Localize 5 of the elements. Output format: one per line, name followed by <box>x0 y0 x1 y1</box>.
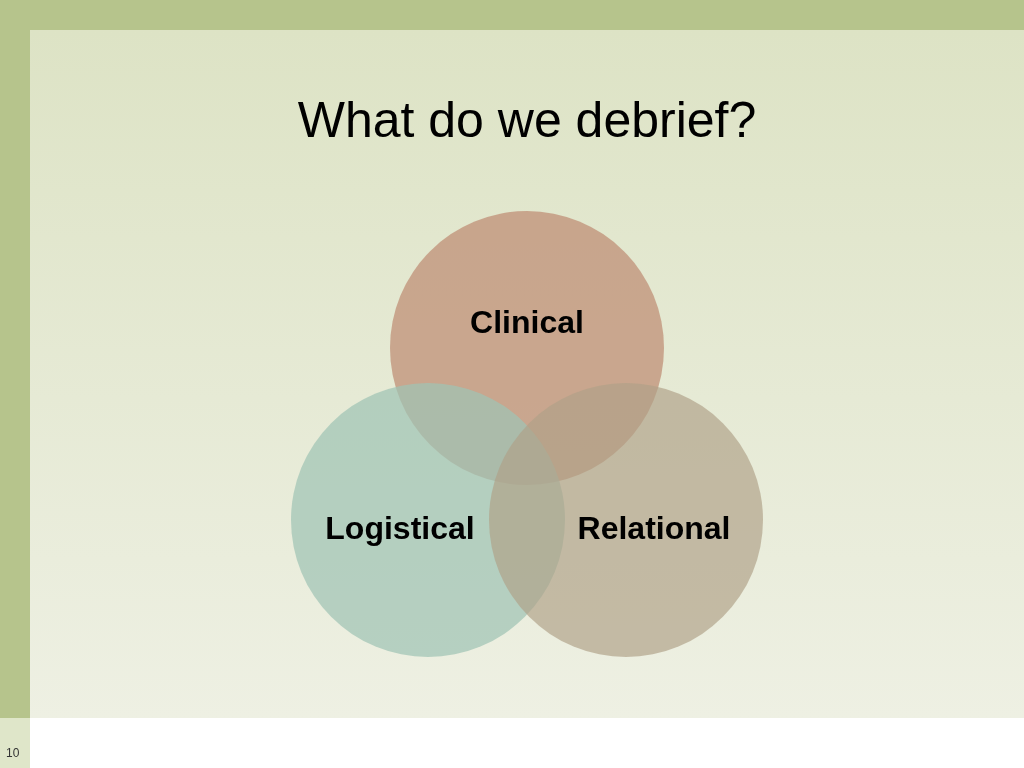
circle-label: Logistical <box>325 509 475 548</box>
circle-label: Relational <box>577 509 731 548</box>
circle-label: Clinical <box>470 303 584 342</box>
slide-number: 10 <box>6 745 20 762</box>
slide-title: What do we debrief? <box>296 91 758 150</box>
